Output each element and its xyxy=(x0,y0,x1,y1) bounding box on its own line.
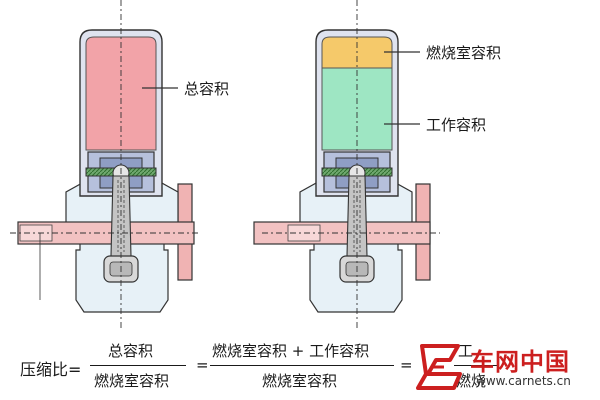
formula-numerator-2: 燃烧室容积 + 工作容积 xyxy=(212,342,370,360)
formula-equals: = xyxy=(196,356,209,374)
left-engine xyxy=(10,0,200,330)
formula-denominator-1: 燃烧室容积 xyxy=(94,372,170,390)
formula-lhs: 压缩比= xyxy=(20,360,82,379)
label-working-volume: 工作容积 xyxy=(426,116,486,134)
left-connecting-rod xyxy=(110,175,132,257)
fraction-bar-3 xyxy=(454,365,498,366)
formula-denominator-2: 燃烧室容积 xyxy=(262,372,338,390)
watermark-brand: 车网中国 xyxy=(470,348,570,376)
formula-equals-2: = xyxy=(400,356,413,374)
formula-numerator-1: 总容积 xyxy=(108,342,154,360)
formula-denominator-3: 燃烧 xyxy=(456,372,487,390)
label-combustion-volume: 燃烧室容积 xyxy=(426,44,501,62)
fraction-bar-1 xyxy=(90,365,186,366)
compression-ratio-formula: 压缩比= 总容积 燃烧室容积 = 燃烧室容积 + 工作容积 燃烧室容积 = 工 … xyxy=(0,332,600,400)
fraction-bar-2 xyxy=(210,365,394,366)
watermark-url: www.carnets.cn xyxy=(476,374,571,388)
label-total-volume: 总容积 xyxy=(184,80,229,98)
right-engine xyxy=(253,0,440,330)
watermark-logo-icon xyxy=(416,344,462,390)
right-connecting-rod xyxy=(346,175,368,257)
formula-numerator-3: 工 xyxy=(458,342,474,360)
